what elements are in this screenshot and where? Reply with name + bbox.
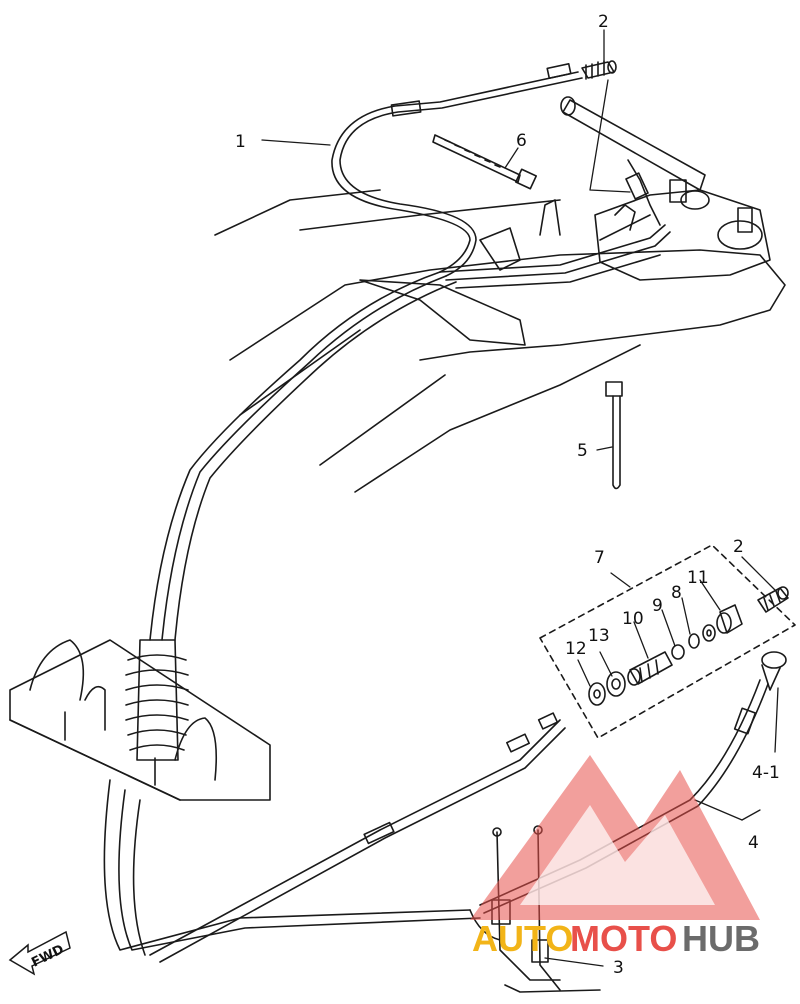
part-8-ring	[702, 624, 716, 642]
steering-column	[479, 96, 771, 281]
part-11-nut	[719, 604, 743, 634]
cable-1	[149, 63, 583, 641]
watermark-hub: HUB	[682, 918, 760, 959]
part-2-joint-top	[581, 60, 617, 80]
watermark-auto: AUTO	[472, 918, 573, 959]
callout-2-lower: 2	[733, 537, 744, 557]
callout-10: 10	[622, 609, 644, 629]
part-12-washer	[588, 682, 606, 706]
callout-6: 6	[516, 131, 527, 151]
callout-11: 11	[687, 568, 709, 588]
callout-13: 13	[588, 626, 610, 646]
callout-5: 5	[577, 441, 588, 461]
part-9-nut	[671, 644, 685, 660]
corrugated-boot	[125, 639, 189, 761]
callout-4-1: 4-1	[752, 763, 780, 783]
callout-12: 12	[565, 639, 587, 659]
fwd-arrow: FWD	[8, 930, 71, 976]
part-6-cable-tie	[432, 134, 538, 190]
cables-bottom	[103, 712, 566, 963]
callout-9: 9	[652, 596, 663, 616]
hull-outline	[214, 189, 786, 493]
part-5-cable-band	[605, 381, 623, 490]
cable-routing-top	[439, 159, 671, 289]
group-7-box	[539, 544, 796, 739]
mounting-bracket	[9, 639, 271, 801]
callout-7: 7	[594, 548, 605, 568]
leader-lines	[261, 29, 779, 967]
callout-8: 8	[671, 583, 682, 603]
part-9-washer	[688, 633, 700, 649]
part-10-fitting	[629, 651, 673, 685]
exploded-parts	[588, 604, 743, 706]
watermark-moto: MOTO	[570, 918, 677, 959]
part-2-joint-lower	[757, 586, 789, 613]
part-13-washer	[606, 671, 626, 697]
callout-3: 3	[613, 958, 624, 978]
callout-4: 4	[748, 833, 759, 853]
callout-2-top: 2	[598, 12, 609, 32]
callout-1: 1	[235, 132, 246, 152]
watermark-logo	[470, 755, 760, 920]
